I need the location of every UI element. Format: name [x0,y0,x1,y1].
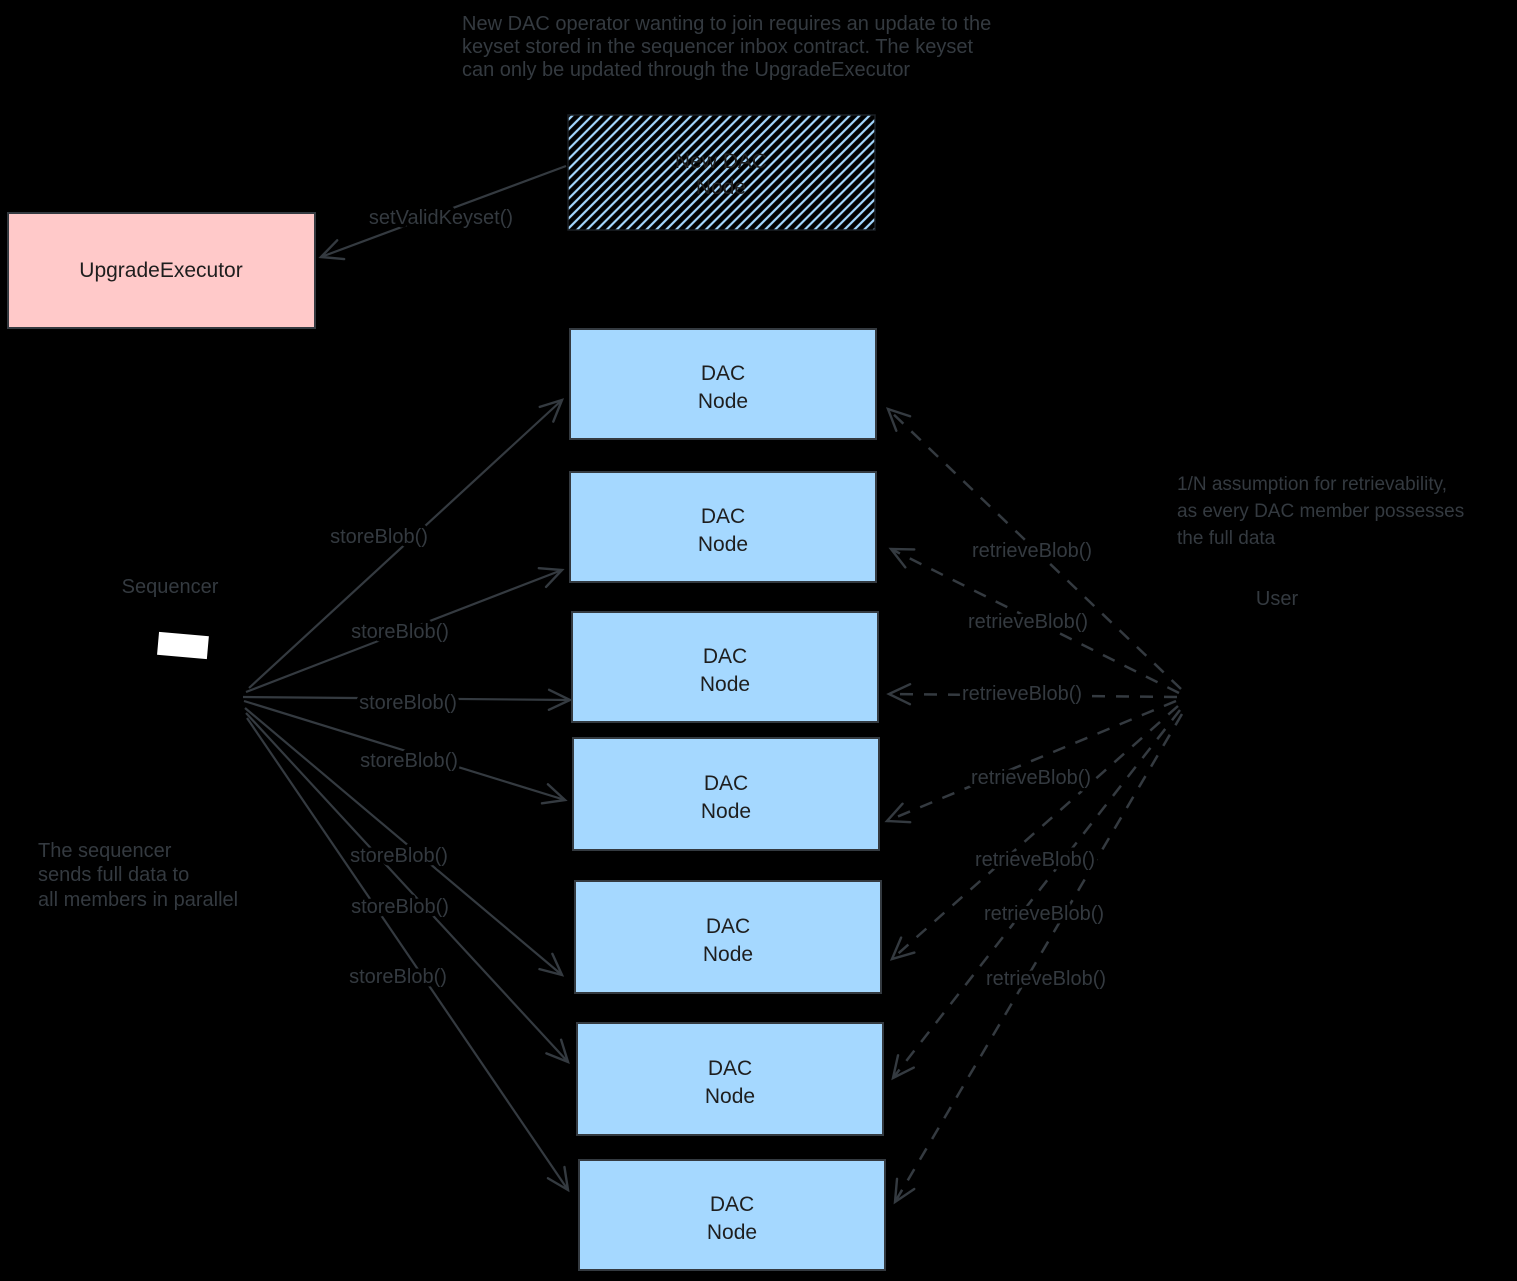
retrieve-blob-label-1: retrieveBlob() [972,540,1092,562]
store-blob-arrow-2 [245,567,565,694]
dac-node-box: DAC Node [571,611,879,723]
sequencer-icon [157,631,209,660]
left-note-line3: all members in parallel [38,889,238,911]
dac-node-box: DAC Node [569,471,877,583]
dac-node-label-3-line1: DAC [703,645,747,668]
dac-node-label-2-line1: DAC [701,505,745,528]
top-note-line3: can only be updated through the UpgradeE… [462,59,910,81]
dac-node-label-4-line1: DAC [704,772,748,795]
store-blob-label-4: storeBlob() [360,750,458,772]
dac-node-label-1-line2: Node [698,390,748,413]
new-dac-node-label-line2: Node [696,176,746,199]
store-blob-arrow-3 [242,688,573,712]
new-dac-node-rect [567,114,876,231]
dac-node-label-2-line2: Node [698,533,748,556]
retrieve-blob-arrows [884,407,1184,1205]
store-blob-label-2: storeBlob() [351,621,449,643]
retrieve-blob-arrow-1 [885,407,1182,690]
sequencer-label: Sequencer [122,576,219,598]
top-note-line1: New DAC operator wanting to join require… [462,13,991,35]
store-blob-label-1: storeBlob() [330,526,428,548]
dac-node-rect-7 [578,1159,886,1271]
retrieve-blob-arrow-6 [891,709,1181,1081]
dac-node-rect-5 [574,880,882,994]
left-note-line1: The sequencer [38,840,172,862]
upgrade-executor-rect [7,212,316,329]
dac-node-box: DAC Node [578,1159,886,1271]
upgrade-executor-box: UpgradeExecutor [7,212,316,329]
left-note-line2: sends full data to [38,864,189,886]
set-valid-keyset-label: setValidKeyset() [369,207,513,229]
right-note-line2: as every DAC member possesses [1177,501,1464,522]
store-blob-arrow-5 [244,707,565,977]
dac-node-label-7-line2: Node [707,1221,757,1244]
store-blob-labels: storeBlob() storeBlob() storeBlob() stor… [327,523,462,992]
upgrade-executor-label: UpgradeExecutor [79,259,242,282]
retrieve-blob-label-2: retrieveBlob() [968,611,1088,633]
dac-node-box: DAC Node [576,1022,884,1136]
dac-node-label-4-line2: Node [701,800,751,823]
new-dac-node-box: New DAC Node [567,114,876,231]
dac-node-rect-3 [571,611,879,723]
retrieve-blob-arrow-3 [886,683,1178,706]
left-note: The sequencer sends full data to all mem… [38,840,238,911]
new-dac-node-label-line1: New DAC [675,150,767,173]
retrieve-blob-label-3: retrieveBlob() [962,683,1082,705]
retrieve-blob-label-5: retrieveBlob() [975,849,1095,871]
dac-node-label-3-line2: Node [700,673,750,696]
dac-node-rect-6 [576,1022,884,1136]
retrieve-blob-arrow-5 [889,705,1179,961]
dac-node-rect-1 [569,328,877,440]
dac-node-label-6-line1: DAC [708,1057,752,1080]
dac-node-box: DAC Node [569,328,877,440]
dac-node-rect-2 [569,471,877,583]
retrieve-blob-labels: retrieveBlob() retrieveBlob() retrieveBl… [958,537,1109,994]
store-blob-label-6: storeBlob() [351,896,449,918]
dac-node-label-1-line1: DAC [701,362,745,385]
store-blob-arrow-1 [248,398,565,689]
right-note-line3: the full data [1177,528,1276,549]
store-blob-arrows [242,398,573,1193]
retrieve-blob-arrow-4 [884,699,1177,824]
retrieve-blob-label-7: retrieveBlob() [986,968,1106,990]
set-valid-keyset-arrow [318,164,567,261]
dac-node-label-5-line2: Node [703,943,753,966]
dac-node-box: DAC Node [574,880,882,994]
right-note-line1: 1/N assumption for retrievability, [1177,474,1447,495]
top-note-line2: keyset stored in the sequencer inbox con… [462,36,973,58]
user-label: User [1256,588,1299,610]
top-note: New DAC operator wanting to join require… [462,13,991,81]
retrieve-blob-label-6: retrieveBlob() [984,903,1104,925]
right-note: 1/N assumption for retrievability, as ev… [1177,474,1464,549]
store-blob-arrow-7 [246,717,570,1193]
dac-node-label-7-line1: DAC [710,1193,754,1216]
dac-node-label-6-line2: Node [705,1085,755,1108]
store-blob-arrow-6 [245,712,570,1065]
retrieve-blob-label-4: retrieveBlob() [971,767,1091,789]
store-blob-label-5: storeBlob() [350,845,448,867]
store-blob-label-7: storeBlob() [349,966,447,988]
store-blob-arrow-4 [243,699,568,805]
dac-node-label-5-line1: DAC [706,915,750,938]
dac-node-rect-4 [572,737,880,851]
retrieve-blob-arrow-2 [888,547,1180,695]
store-blob-label-3: storeBlob() [359,692,457,714]
dac-node-box: DAC Node [572,737,880,851]
